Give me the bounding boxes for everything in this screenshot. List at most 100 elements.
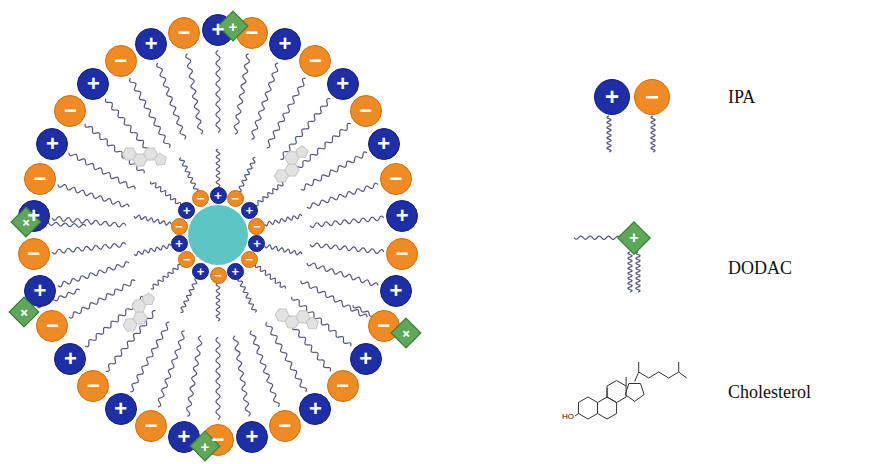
lipid-tail <box>255 265 285 289</box>
anionic-head: − <box>105 45 137 77</box>
charge-sign: − <box>212 429 225 451</box>
charge-sign: + <box>390 280 403 302</box>
lipid-tail <box>250 331 279 407</box>
lipid-tail <box>310 243 384 253</box>
cationic-head: + <box>236 421 268 453</box>
charge-sign: − <box>46 315 59 337</box>
charge-sign: − <box>246 22 259 44</box>
lipid-tail <box>574 236 620 240</box>
lipid-tail <box>216 338 220 420</box>
anionic-head: − <box>227 190 244 207</box>
legend-label: DODAC <box>728 258 792 279</box>
steroid-ring <box>625 383 644 401</box>
cholesterol-molecule <box>115 290 163 334</box>
cationic-head: + <box>36 128 68 160</box>
charge-sign: − <box>396 243 409 265</box>
charge-sign: + <box>309 398 322 420</box>
cationic-head: + <box>299 393 331 425</box>
charge-sign: + <box>253 237 261 250</box>
lipid-tail <box>239 158 255 192</box>
charge-sign: − <box>278 415 291 437</box>
cationic-head: + <box>350 343 382 375</box>
charge-sign: + <box>214 189 222 202</box>
steroid-ring <box>578 397 597 419</box>
charge-sign: − <box>309 50 322 72</box>
charge-sign: − <box>197 192 205 205</box>
steroid-ring <box>607 381 626 403</box>
anionic-head: − <box>299 45 331 77</box>
cationic-head: + <box>248 235 265 252</box>
charge-sign: − <box>245 253 253 266</box>
legend-label: Cholesterol <box>728 382 811 403</box>
charge-sign: − <box>27 243 40 265</box>
hydroxyl-bond <box>575 414 578 417</box>
anionic-head: − <box>368 310 400 342</box>
charge-sign: − <box>178 22 191 44</box>
charge-sign: − <box>336 375 349 397</box>
lipid-tail <box>52 243 126 254</box>
methyl-group <box>607 388 608 397</box>
legend-label: IPA <box>728 87 755 108</box>
charge-sign: + <box>605 85 619 109</box>
lipid-tail <box>266 322 306 392</box>
methyl-group <box>626 377 627 386</box>
charge-sign: + <box>359 348 372 370</box>
lipid-tail <box>307 183 378 208</box>
lipid-tail <box>151 181 181 205</box>
charge-sign: + <box>87 73 100 95</box>
cationic-head: + <box>178 202 195 219</box>
aqueous-core <box>188 205 248 265</box>
cholesterol-molecule <box>268 143 316 185</box>
cationic-head: + <box>269 28 301 60</box>
cationic-head: + <box>368 128 400 160</box>
charge-sign: − <box>377 315 390 337</box>
lipid-tail <box>307 263 378 285</box>
charge-sign: − <box>183 253 191 266</box>
dodac-head: + <box>13 301 35 323</box>
lipid-tail <box>310 216 384 227</box>
side-chain <box>635 372 687 382</box>
charge-sign: − <box>114 50 127 72</box>
diamond-shape <box>9 297 39 327</box>
lipid-tail <box>158 331 185 407</box>
lipid-tail <box>134 244 171 255</box>
anionic-head: − <box>168 17 200 49</box>
lipid-tail <box>234 54 249 135</box>
lipid-tail <box>58 262 129 287</box>
dodac-head: + <box>622 226 646 250</box>
anionic-head: − <box>241 251 258 268</box>
charge-sign: + <box>629 230 638 246</box>
cationic-head: + <box>210 187 227 204</box>
charge-sign: − <box>175 220 183 233</box>
lipid-tail <box>292 297 351 346</box>
steroid-ring <box>141 292 157 308</box>
anionic-head: − <box>77 370 109 402</box>
anionic-head: − <box>380 163 412 195</box>
cationic-head: + <box>386 200 418 232</box>
charge-sign: − <box>145 415 158 437</box>
methyl-group <box>678 362 679 372</box>
diamond-shape <box>190 431 220 461</box>
chemical-label: HO <box>562 412 574 421</box>
lipid-tail <box>181 278 197 312</box>
cholesterol-structure <box>575 362 687 419</box>
anionic-head: − <box>192 190 209 207</box>
cationic-head: + <box>594 79 630 115</box>
charge-sign: + <box>278 33 291 55</box>
lipid-tail <box>106 311 156 372</box>
anionic-head: − <box>248 218 265 235</box>
charge-sign: − <box>253 220 261 233</box>
charge-sign: + <box>34 280 47 302</box>
lipid-tail <box>251 63 278 139</box>
charge-sign: + <box>175 237 183 250</box>
charge-sign: − <box>390 168 403 190</box>
lipid-tail <box>216 51 220 133</box>
lipid-tail <box>216 283 220 321</box>
charge-sign: + <box>229 19 238 34</box>
anionic-head: − <box>350 95 382 127</box>
anionic-head: − <box>634 79 670 115</box>
lipid-tail <box>134 215 171 225</box>
lipid-tail <box>130 322 169 392</box>
anionic-head: − <box>18 238 50 270</box>
